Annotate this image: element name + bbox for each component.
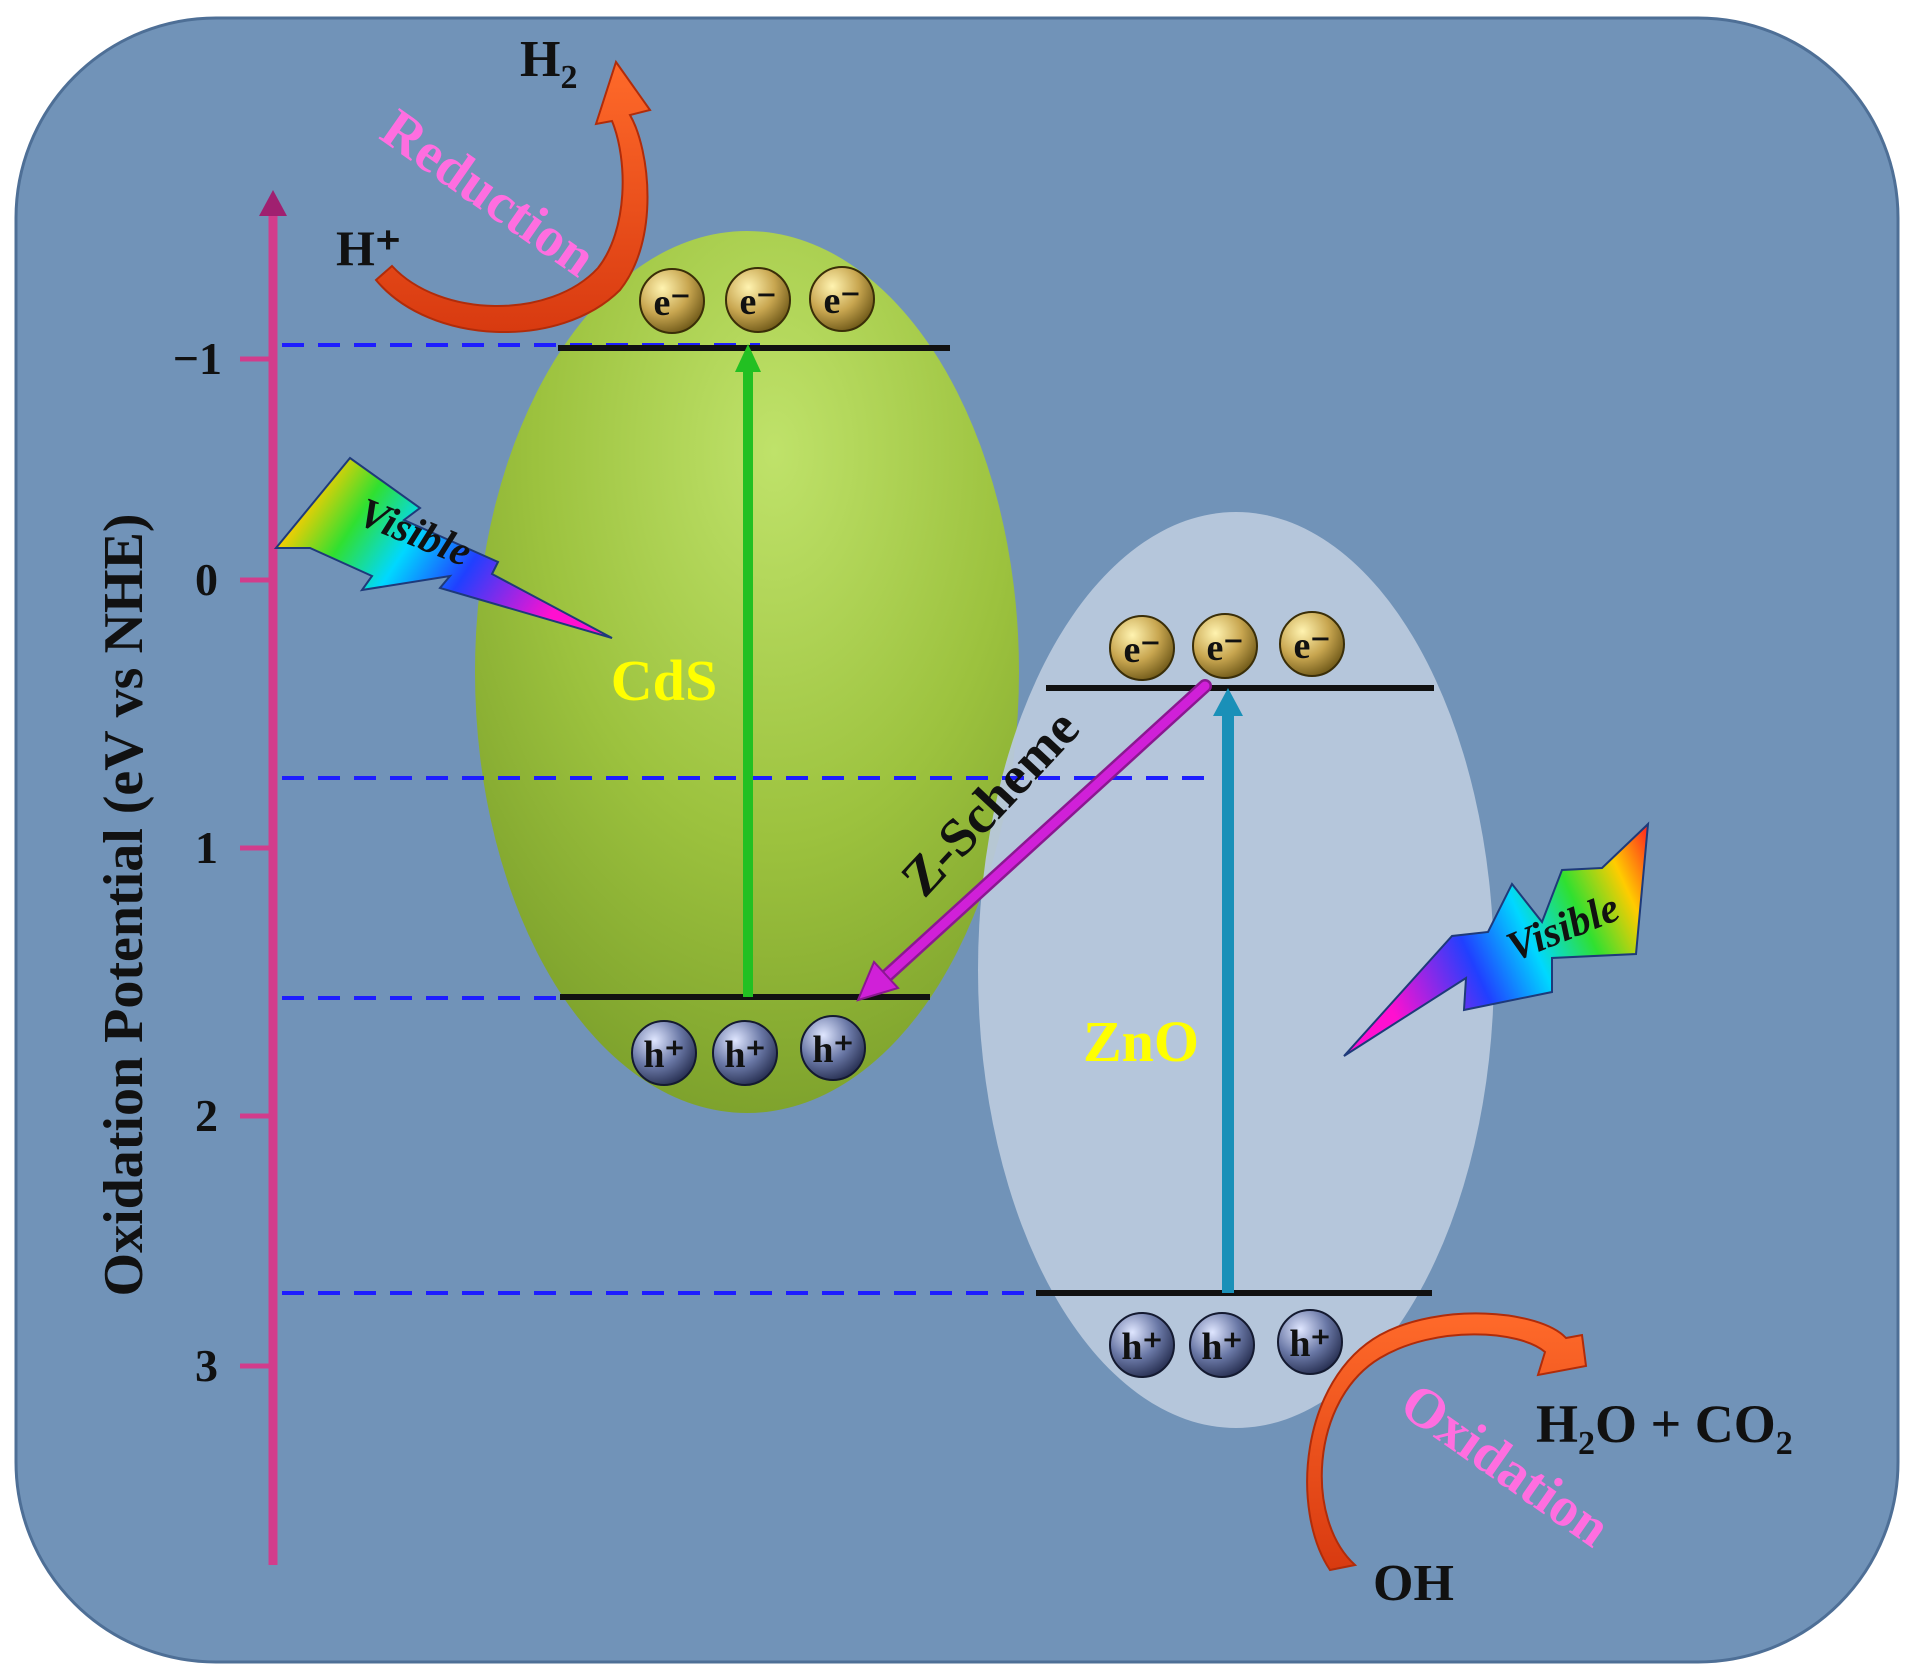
hole: h⁺ (631, 1020, 697, 1086)
zno-particle (978, 512, 1494, 1428)
oxidation-arrow (1306, 1312, 1588, 1572)
z-scheme-arrow (856, 679, 1212, 1002)
potential-axis: −1 0 1 2 3 Oxidation Potential (eV vs NH… (93, 190, 287, 1565)
oxidation-reactant: OH (1373, 1555, 1454, 1612)
svg-text:h⁺: h⁺ (643, 1034, 684, 1076)
zno-excitation-arrow (1213, 688, 1243, 1293)
electron: e⁻ (1279, 611, 1345, 677)
svg-text:e⁻: e⁻ (1207, 627, 1244, 669)
electron: e⁻ (639, 268, 705, 334)
svg-text:e⁻: e⁻ (1294, 625, 1331, 667)
h2-main: H (520, 31, 560, 88)
cds-excitation-arrow (735, 344, 761, 997)
axis-tick-label-0: 0 (195, 554, 218, 605)
axis-tick-label-2: 2 (195, 1090, 218, 1141)
hole: h⁺ (1189, 1312, 1255, 1378)
svg-text:e⁻: e⁻ (740, 281, 777, 323)
reduction-product: H2 (520, 31, 577, 96)
hole: h⁺ (800, 1015, 866, 1081)
svg-text:h⁺: h⁺ (1289, 1323, 1330, 1365)
axis-title: Oxidation Potential (eV vs NHE) (93, 514, 155, 1297)
visible-light-bolt-right: Visible (1343, 821, 1650, 1057)
electron: e⁻ (725, 267, 791, 333)
h2-subscript: 2 (560, 59, 577, 96)
svg-text:h⁺: h⁺ (724, 1034, 765, 1076)
svg-text:e⁻: e⁻ (654, 282, 691, 324)
axis-arrowhead (259, 190, 287, 216)
electron: e⁻ (1192, 613, 1258, 679)
axis-tick-label-1: 1 (195, 822, 218, 873)
cds-holes: h⁺ h⁺ h⁺ (631, 1015, 866, 1086)
hole: h⁺ (1109, 1312, 1175, 1378)
reduction-reactant: H⁺ (336, 220, 401, 276)
svg-text:h⁺: h⁺ (812, 1029, 853, 1071)
axis-tick-label-3: 3 (195, 1340, 218, 1391)
svg-text:h⁺: h⁺ (1201, 1326, 1242, 1368)
svg-text:h⁺: h⁺ (1121, 1326, 1162, 1368)
zno-electrons: e⁻ e⁻ e⁻ (1109, 611, 1345, 681)
electron: e⁻ (1109, 615, 1175, 681)
svg-text:e⁻: e⁻ (1124, 629, 1161, 671)
reduction-arrow (374, 59, 652, 333)
axis-tick-label-neg1: −1 (173, 333, 222, 384)
zno-holes: h⁺ h⁺ h⁺ (1109, 1309, 1343, 1378)
hole: h⁺ (1277, 1309, 1343, 1375)
cds-label: CdS (611, 648, 717, 713)
oxidation-product: H2O + CO2 (1536, 1394, 1793, 1462)
electron: e⁻ (809, 266, 875, 332)
hole: h⁺ (712, 1020, 778, 1086)
zno-label: ZnO (1083, 1009, 1199, 1074)
cds-electrons: e⁻ e⁻ e⁻ (639, 266, 875, 334)
svg-text:e⁻: e⁻ (824, 280, 861, 322)
